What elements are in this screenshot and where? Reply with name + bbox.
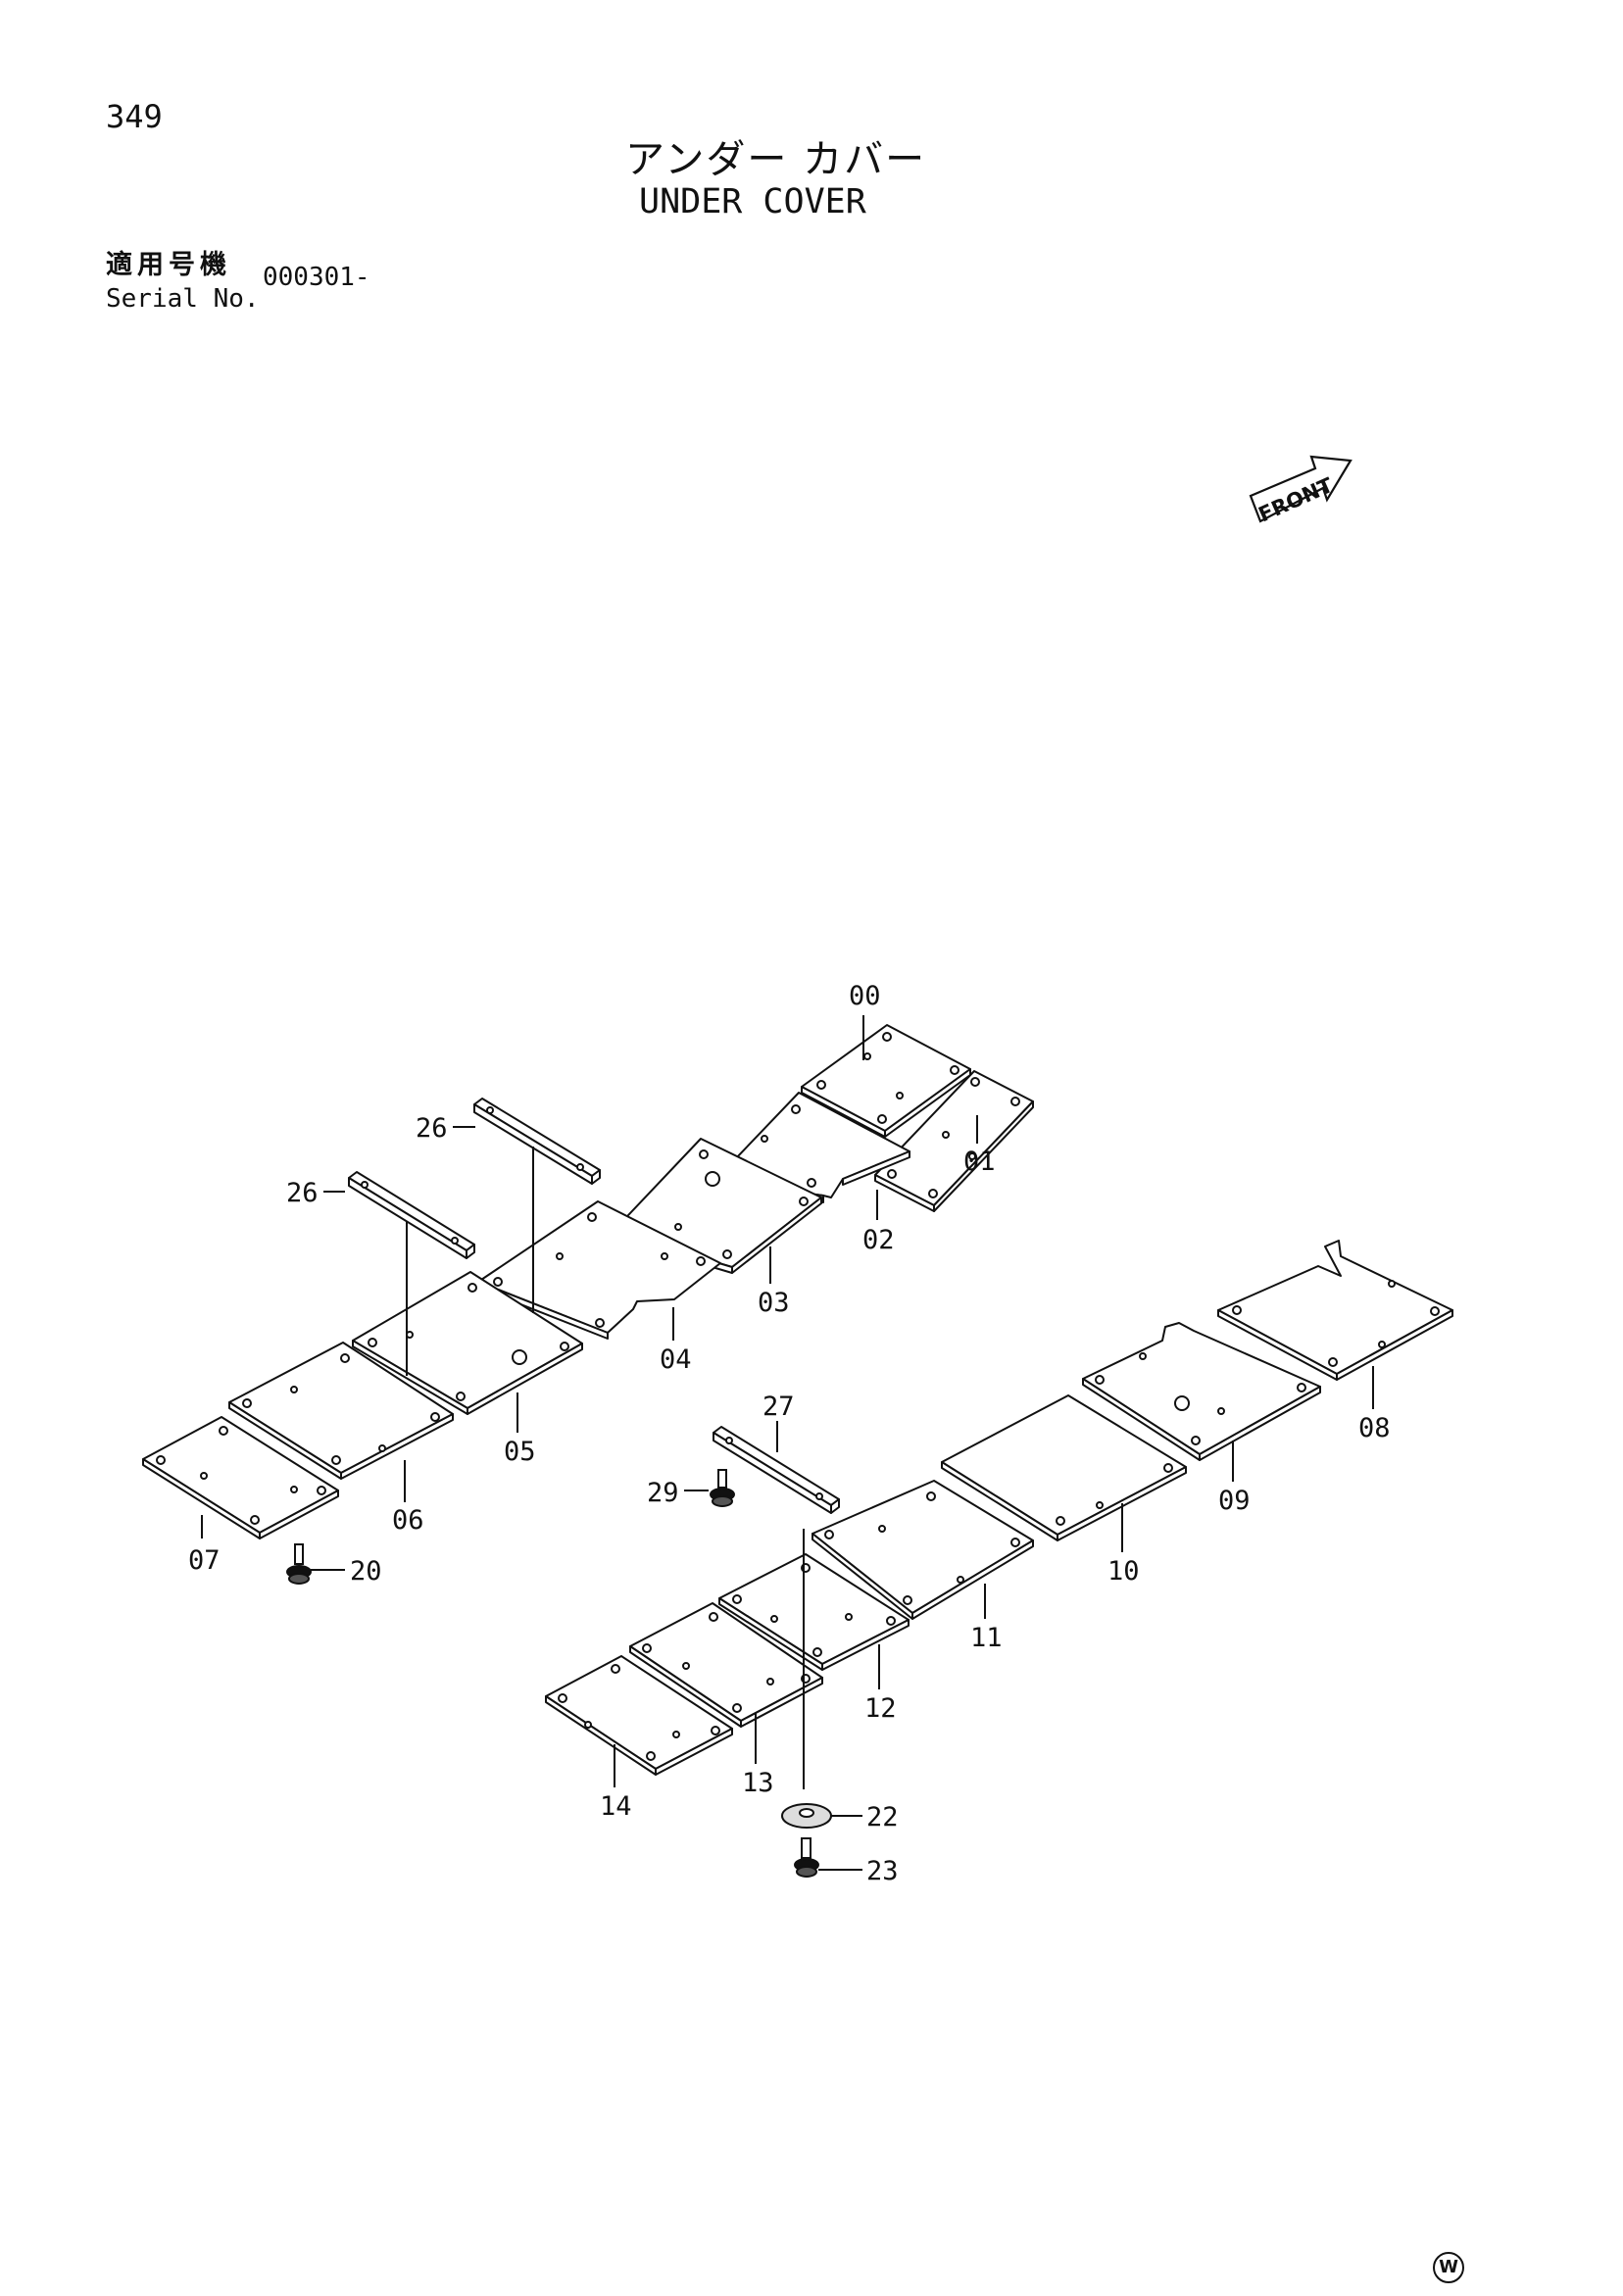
page-title-japanese: アンダー カバー [625, 137, 927, 182]
label-part-00: 00 [849, 981, 881, 1011]
serial-label: Serial No. [106, 284, 260, 314]
label-part-06: 06 [392, 1505, 424, 1536]
page-title: UNDER COVER [639, 182, 866, 221]
cover-plate-01 [874, 1070, 1034, 1212]
label-part-05: 05 [504, 1437, 536, 1467]
label-part-29: 29 [647, 1478, 679, 1508]
serial-number-value: 000301- [263, 263, 370, 292]
cover-plate-07 [142, 1416, 339, 1539]
washer-22-icon [781, 1803, 832, 1829]
part-labels: 00 01 02 03 04 05 06 07 08 09 10 11 12 1… [188, 981, 1391, 1886]
cover-plate-04 [477, 1200, 721, 1340]
page-number: 349 [106, 98, 163, 135]
cover-plate-14 [545, 1655, 733, 1776]
label-part-10: 10 [1107, 1556, 1140, 1587]
support-bar-27 [713, 1426, 840, 1514]
label-part-22: 22 [866, 1802, 899, 1832]
bolt-23-icon [794, 1837, 819, 1878]
label-part-03: 03 [758, 1288, 790, 1318]
cover-plate-13 [629, 1602, 823, 1728]
cover-plate-12 [718, 1553, 910, 1671]
front-arrow-icon: FRONT [1249, 455, 1352, 526]
label-part-20: 20 [350, 1556, 382, 1587]
label-part-13: 13 [742, 1768, 774, 1798]
cover-plate-00 [801, 1024, 971, 1138]
leader-lines [201, 1015, 1374, 1871]
label-part-14: 14 [600, 1791, 632, 1822]
cover-plate-08 [1217, 1240, 1453, 1381]
label-part-09: 09 [1218, 1486, 1251, 1516]
label-part-07: 07 [188, 1545, 221, 1576]
footer-mark: W [1433, 2252, 1464, 2283]
label-part-27: 27 [762, 1392, 795, 1422]
cover-plate-06 [228, 1342, 454, 1480]
label-part-02: 02 [862, 1225, 895, 1255]
support-bar-26-upper [473, 1098, 601, 1185]
bolt-20-icon [286, 1543, 312, 1585]
label-part-04: 04 [660, 1344, 692, 1375]
label-part-12: 12 [864, 1693, 897, 1724]
cover-plate-09 [1082, 1322, 1321, 1461]
label-part-11: 11 [970, 1623, 1003, 1653]
label-part-26-upper: 26 [416, 1113, 448, 1144]
label-part-08: 08 [1358, 1413, 1391, 1443]
bolt-29-icon [710, 1469, 735, 1507]
cover-plate-11 [812, 1480, 1034, 1620]
label-part-26-lower: 26 [286, 1178, 319, 1208]
label-part-01: 01 [963, 1147, 996, 1177]
serial-label-japanese: 適用号機 [106, 250, 231, 280]
label-part-23: 23 [866, 1856, 899, 1886]
support-bar-26-lower [348, 1171, 475, 1259]
cover-plate-05 [352, 1271, 583, 1415]
